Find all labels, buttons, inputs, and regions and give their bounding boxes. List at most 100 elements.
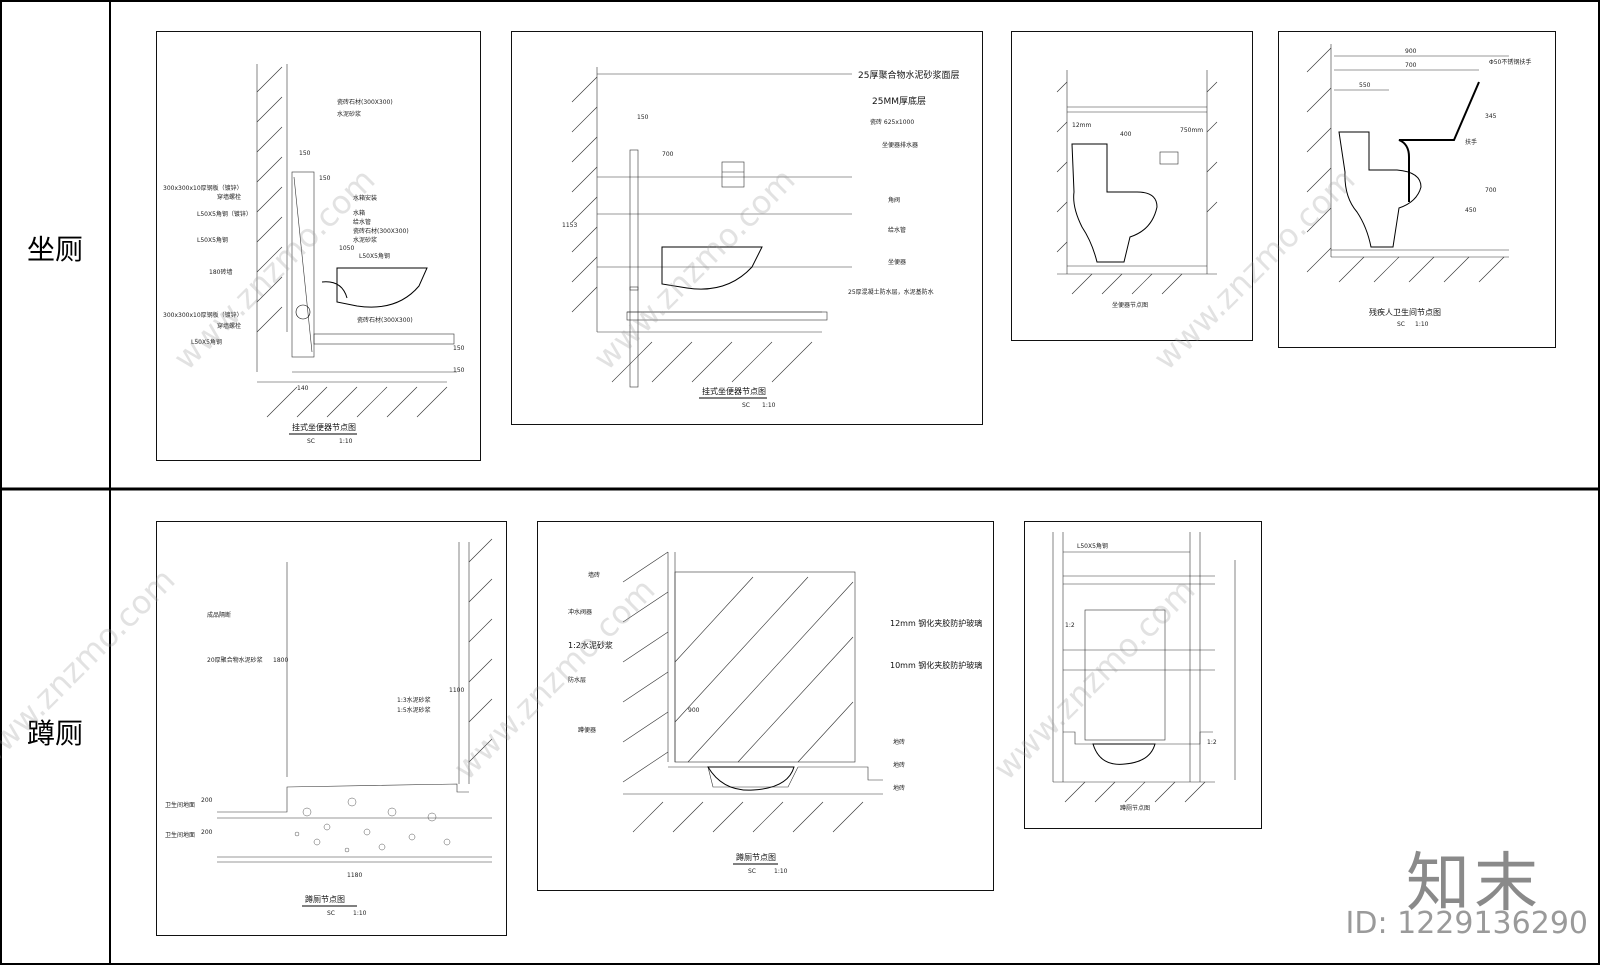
label: L50X5角钢: [197, 236, 228, 244]
dim: 550: [1359, 82, 1371, 89]
dim: 900: [1405, 48, 1417, 55]
drawing-title: 蹲厕节点图: [1120, 804, 1150, 812]
label: 1:3水泥砂浆: [397, 696, 431, 704]
drawing-title: 挂式坐便器节点图: [292, 422, 356, 432]
drawing-accessible-toilet: 900 700 550 345 700 450 Φ50不锈钢扶手 扶手 残疾人卫…: [1278, 31, 1556, 348]
drawing-svg: 25厚聚合物水泥砂浆面层 25MM厚底层 瓷砖 625x1000 坐便器排水器 …: [562, 67, 959, 409]
label: 1:5水泥砂浆: [397, 706, 431, 714]
label: 地砖: [893, 738, 905, 746]
label: 300x300x10厚钢板（镀锌）: [163, 184, 243, 192]
dim: 750mm: [1180, 127, 1203, 134]
dim: 150: [299, 150, 311, 157]
label: 25MM厚底层: [872, 95, 926, 107]
label: 25厚聚合物水泥砂浆面层: [858, 69, 959, 81]
label: 瓷砖石材(300X300): [353, 227, 409, 235]
label: 坐便器: [888, 258, 906, 266]
label: 地砖: [893, 761, 905, 769]
scale: 1:10: [1415, 321, 1429, 328]
dim: 12mm: [1072, 122, 1091, 129]
dim: 1153: [562, 222, 577, 229]
label: 水泥砂浆: [353, 236, 377, 244]
label: L50X5角钢: [359, 252, 390, 260]
dim: 1050: [339, 245, 354, 252]
drawing-squat-toilet-section-b: 墙砖 冲水阀器 1:2水泥砂浆 防水层 蹲便器 12mm 钢化夹胶防护玻璃 10…: [537, 521, 994, 891]
drawing-squat-toilet-section-c: L50X5角钢 1:2 1:2 蹲厕节点图: [1024, 521, 1262, 829]
dim: 1100: [449, 687, 464, 694]
scale: 1:10: [353, 910, 367, 917]
dim: 1180: [347, 872, 362, 879]
dim: 400: [1120, 131, 1132, 138]
drawing-title: 挂式坐便器节点图: [702, 386, 766, 396]
label: 地砖: [893, 784, 905, 792]
label: 12mm 钢化夹胶防护玻璃: [890, 618, 982, 628]
brand-id: ID: 1229136290: [1345, 906, 1588, 941]
label: 给水管: [353, 218, 371, 226]
scale: SC: [307, 438, 315, 445]
drawing-svg: 瓷砖石材(300X300) 水泥砂浆 水箱安装 水箱 给水管 瓷砖石材(300X…: [163, 64, 465, 445]
label: 角阀: [888, 196, 900, 204]
label: 瓷砖石材(300X300): [337, 98, 393, 106]
label: 穿墙螺栓: [217, 322, 241, 330]
dim: 140: [297, 385, 309, 392]
scale: 1:10: [762, 402, 776, 409]
drawing-svg: 成品隔断 20厚聚合物水泥砂浆 1:3水泥砂浆 1:5水泥砂浆 卫生间地面 卫生…: [165, 538, 493, 917]
dim: 900: [688, 707, 700, 714]
dim: 150: [637, 114, 649, 121]
scale: SC: [748, 868, 756, 875]
drawing-svg: 12mm 400 750mm 坐便器节点图: [1056, 70, 1218, 309]
label: 穿墙螺栓: [217, 193, 241, 201]
scale: 1:10: [774, 868, 788, 875]
label: 1:2: [1065, 622, 1075, 629]
drawing-svg: 墙砖 冲水阀器 1:2水泥砂浆 防水层 蹲便器 12mm 钢化夹胶防护玻璃 10…: [568, 551, 982, 875]
drawing-svg: L50X5角钢 1:2 1:2 蹲厕节点图: [1052, 532, 1236, 812]
dim: 200: [201, 797, 213, 804]
scale: 1:10: [339, 438, 353, 445]
dim: 450: [1465, 207, 1477, 214]
label: 10mm 钢化夹胶防护玻璃: [890, 660, 982, 670]
drawing-squat-toilet-section-a: 成品隔断 20厚聚合物水泥砂浆 1:3水泥砂浆 1:5水泥砂浆 卫生间地面 卫生…: [156, 521, 507, 936]
label: L50X5角钢: [1077, 542, 1108, 550]
drawing-title: 残疾人卫生间节点图: [1369, 307, 1441, 317]
label: 墙砖: [588, 571, 600, 579]
brand-logo: 知末: [1406, 847, 1542, 921]
drawing-floor-toilet: 12mm 400 750mm 坐便器节点图: [1011, 31, 1253, 341]
drawing-svg: 900 700 550 345 700 450 Φ50不锈钢扶手 扶手 残疾人卫…: [1306, 44, 1531, 328]
dim: 150: [319, 175, 331, 182]
drawing-wall-hung-toilet-section-b: 25厚聚合物水泥砂浆面层 25MM厚底层 瓷砖 625x1000 坐便器排水器 …: [511, 31, 983, 425]
dim: 150: [453, 345, 465, 352]
label: 20厚聚合物水泥砂浆: [207, 656, 263, 664]
dim: 200: [201, 829, 213, 836]
label: 1:2: [1207, 739, 1217, 746]
drawing-title: 蹲厕节点图: [305, 894, 345, 904]
label: 成品隔断: [207, 611, 231, 619]
dim: 345: [1485, 113, 1497, 120]
row-label-squat: 蹲厕: [26, 717, 83, 750]
drawing-title: 蹲厕节点图: [736, 852, 776, 862]
dim: 1800: [273, 657, 288, 664]
label: 180砖墙: [209, 268, 232, 276]
label: 水箱: [353, 209, 365, 217]
scale: SC: [742, 402, 750, 409]
dim: 700: [662, 151, 674, 158]
label: 扶手: [1465, 138, 1477, 146]
label: 给水管: [888, 226, 906, 234]
drawing-title: 坐便器节点图: [1112, 301, 1148, 309]
drawing-wall-hung-toilet-section-a: 瓷砖石材(300X300) 水泥砂浆 水箱安装 水箱 给水管 瓷砖石材(300X…: [156, 31, 481, 461]
label: 25厚混凝土防水层，水泥基防水: [848, 288, 934, 296]
label: 卫生间地面: [165, 831, 195, 839]
dim: 150: [453, 367, 465, 374]
dim: 700: [1405, 62, 1417, 69]
label: 300x300x10厚钢板（镀锌）: [163, 311, 243, 319]
label: 防水层: [568, 676, 586, 684]
scale: SC: [327, 910, 335, 917]
label: 瓷砖 625x1000: [870, 118, 914, 126]
label: 卫生间地面: [165, 801, 195, 809]
dim: 700: [1485, 187, 1497, 194]
label: 冲水阀器: [568, 608, 592, 616]
label: 坐便器排水器: [882, 141, 918, 149]
label: 水箱安装: [353, 194, 377, 202]
label: 瓷砖石材(300X300): [357, 316, 413, 324]
label: Φ50不锈钢扶手: [1489, 58, 1531, 66]
label: 蹲便器: [578, 726, 596, 734]
